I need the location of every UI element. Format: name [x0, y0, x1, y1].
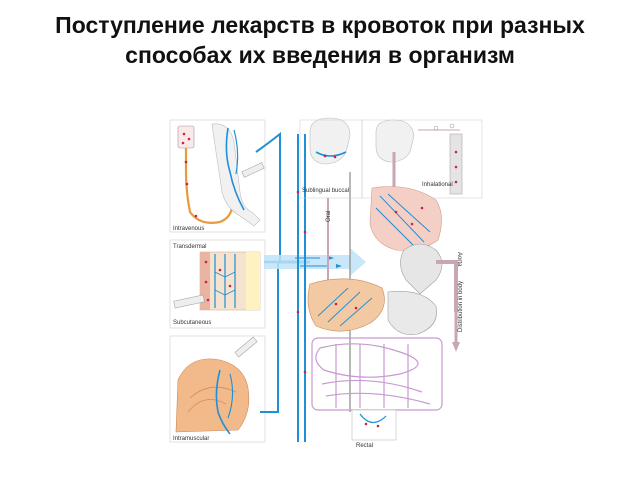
muscle-tissue — [175, 358, 250, 433]
label-intramuscular: Intramuscular — [173, 436, 209, 442]
inhalational-panel: Inhalational — [361, 119, 483, 199]
head-sublingual-panel: Sublingual buccal — [299, 117, 363, 199]
stomach — [387, 291, 437, 335]
rectal-panel: Rectal — [351, 409, 397, 449]
transdermal-subcutaneous-panel: Transdermal Subcutaneous — [169, 239, 266, 329]
label-inhalational: Inhalational — [422, 182, 453, 188]
upper-lung — [369, 186, 442, 251]
label-rectal: Rectal — [356, 443, 373, 449]
heart — [400, 243, 443, 295]
inhaler-icon — [449, 133, 463, 195]
intramuscular-panel: Intramuscular — [169, 335, 266, 443]
oral-pathway: Oral — [326, 198, 332, 290]
intramuscular-syringe-icon — [234, 336, 258, 358]
arm-silhouette — [211, 123, 261, 227]
label-transdermal: Transdermal — [173, 244, 206, 250]
liver — [307, 278, 385, 332]
label-distribution-in-body: Distribution in body — [458, 281, 464, 332]
subcutaneous-syringe-icon — [173, 294, 205, 309]
label-aorta: Aorta — [456, 252, 462, 267]
slide-title: Поступление лекарств в кровоток при разн… — [55, 12, 585, 68]
head-silhouette — [309, 117, 351, 165]
label-oral: Oral — [326, 211, 332, 222]
label-sublingual-buccal: Sublingual buccal — [302, 188, 349, 194]
intravenous-panel: Intravenous — [169, 119, 266, 233]
intestines — [311, 337, 443, 411]
drug-administration-diagram: Intravenous Transdermal Subcutaneous Int… — [160, 112, 500, 452]
iv-tube — [184, 148, 234, 224]
iv-bag-icon — [177, 125, 195, 149]
label-subcutaneous: Subcutaneous — [173, 320, 211, 326]
aorta-distribution: Aorta Distribution in body — [436, 252, 464, 352]
syringe-icon — [241, 162, 265, 178]
label-intravenous: Intravenous — [173, 226, 204, 232]
diagram-canvas: Intravenous Transdermal Subcutaneous Int… — [169, 117, 483, 449]
